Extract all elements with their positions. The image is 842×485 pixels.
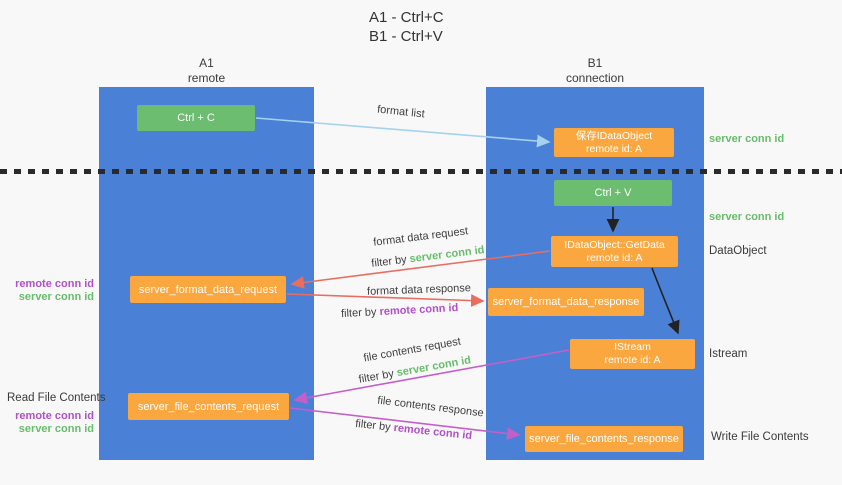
- dataobject-label: DataObject: [709, 245, 767, 257]
- server-conn-id-label: server conn id: [18, 291, 94, 303]
- node-server-format-data-response: server_format_data_response: [488, 288, 644, 316]
- label-file-contents-response-filter: filter by remote conn id: [355, 418, 473, 442]
- filter-by-text: filter by: [340, 306, 380, 321]
- node-istream: IStream remote id: A: [570, 339, 695, 369]
- label-format-list: format list: [376, 103, 426, 121]
- node-save-idataobject: 保存IDataObject remote id: A: [554, 128, 674, 157]
- read-file-contents-label: Read File Contents: [7, 392, 106, 404]
- istream-label: Istream: [709, 348, 748, 360]
- remote-conn-id-label: remote conn id: [15, 278, 94, 290]
- column-a-role: remote: [187, 71, 226, 85]
- label-format-data-response: format data response: [366, 282, 472, 298]
- node-save-idataobject-line1: 保存IDataObject: [575, 129, 653, 142]
- label-format-data-request-filter: filter by server conn id: [371, 244, 485, 270]
- column-a-header: A1 remote: [99, 56, 314, 86]
- label-format-data-request: format data request: [372, 225, 469, 249]
- remote-conn-id-text: remote conn id: [379, 301, 459, 319]
- filter-by-text: filter by: [354, 417, 395, 434]
- left-format-conn-ids: remote conn id server conn id: [8, 278, 94, 304]
- node-server-format-data-request: server_format_data_request: [130, 276, 286, 303]
- server-conn-id-top-label: server conn id: [709, 133, 785, 145]
- remote-conn-id-text: remote conn id: [392, 421, 473, 443]
- title-line-1: A1 - Ctrl+C: [369, 9, 444, 26]
- node-server-file-contents-response-label: server_file_contents_response: [529, 433, 679, 445]
- column-b-name: B1: [587, 56, 603, 70]
- label-format-data-response-filter: filter by remote conn id: [341, 302, 459, 320]
- node-istream-line2: remote id: A: [604, 354, 661, 366]
- title-line-2: B1 - Ctrl+V: [369, 28, 443, 45]
- left-file-conn-ids: remote conn id server conn id: [8, 410, 94, 436]
- node-idataobject-getdata-line1: IDataObject::GetData: [564, 238, 665, 251]
- label-file-contents-response: file contents response: [376, 394, 485, 420]
- node-ctrl-c-label: Ctrl + C: [177, 112, 215, 124]
- node-server-file-contents-request-label: server_file_contents_request: [137, 400, 280, 413]
- phase-divider-dotted-line: [0, 169, 842, 174]
- node-idataobject-getdata: IDataObject::GetData remote id: A: [551, 236, 678, 267]
- filter-by-text: filter by: [357, 367, 398, 386]
- server-conn-id-mid-label: server conn id: [709, 211, 785, 223]
- column-b-role: connection: [565, 71, 625, 85]
- remote-conn-id-label: remote conn id: [15, 410, 94, 422]
- server-conn-id-text: server conn id: [408, 244, 486, 266]
- node-server-file-contents-request: server_file_contents_request: [128, 393, 289, 420]
- node-ctrl-v-label: Ctrl + V: [594, 187, 632, 199]
- write-file-contents-label: Write File Contents: [711, 431, 809, 443]
- node-istream-line1: IStream: [614, 341, 651, 353]
- diagram-title: A1 - Ctrl+C B1 - Ctrl+V: [369, 8, 444, 46]
- server-conn-id-text: server conn id: [395, 354, 472, 380]
- filter-by-text: filter by: [370, 253, 411, 270]
- column-b-header: B1 connection: [486, 56, 704, 86]
- node-idataobject-getdata-line2: remote id: A: [586, 251, 643, 264]
- column-a-name: A1: [199, 56, 214, 70]
- node-server-format-data-response-label: server_format_data_response: [492, 296, 640, 308]
- node-ctrl-c: Ctrl + C: [137, 105, 255, 131]
- node-ctrl-v: Ctrl + V: [554, 180, 672, 206]
- server-conn-id-label: server conn id: [18, 423, 94, 435]
- node-server-file-contents-response: server_file_contents_response: [525, 426, 683, 452]
- node-save-idataobject-line2: remote id: A: [585, 142, 643, 155]
- node-server-format-data-request-label: server_format_data_request: [138, 283, 278, 296]
